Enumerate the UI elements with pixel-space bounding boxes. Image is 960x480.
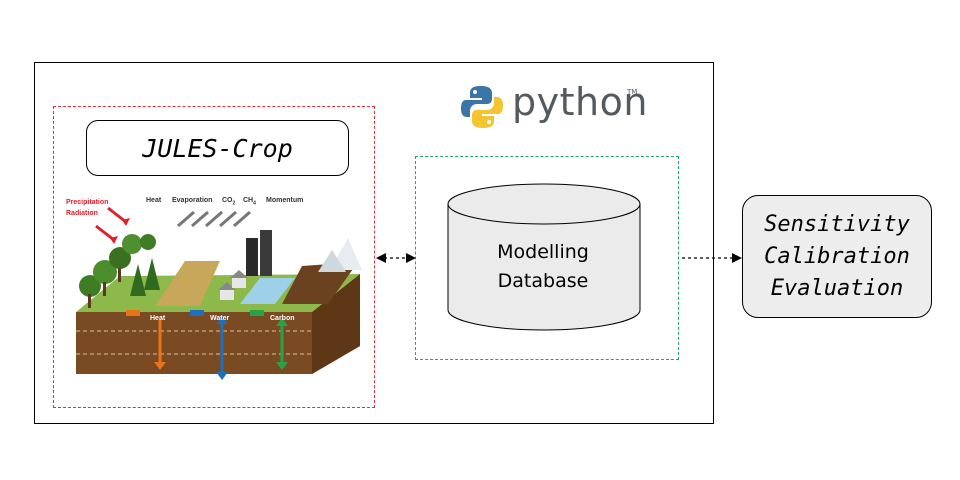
python-trademark: TM bbox=[627, 88, 638, 96]
evaluation-label: Evaluation bbox=[770, 275, 904, 301]
sensitivity-label: Sensitivity bbox=[764, 211, 910, 237]
soil-water-label: Water bbox=[210, 315, 230, 322]
radiation-label: Radiation bbox=[66, 210, 98, 217]
database-label-line2: Database bbox=[497, 270, 589, 292]
ploughed-field bbox=[282, 262, 358, 304]
analysis-box: Sensitivity Calibration Evaluation bbox=[742, 195, 932, 318]
database-cylinder-icon bbox=[447, 183, 641, 331]
heat-flux-arrow bbox=[154, 320, 166, 370]
radiation-arrows bbox=[95, 206, 130, 244]
python-environment-frame bbox=[34, 62, 714, 424]
evaporation-label: Evaporation bbox=[172, 197, 213, 204]
ch4-label: CH4 bbox=[243, 197, 256, 207]
jules-crop-title: JULES-Crop bbox=[142, 133, 293, 163]
model-database-connector bbox=[376, 253, 416, 263]
mountain bbox=[318, 250, 346, 272]
precipitation-label: Precipitation bbox=[66, 199, 109, 206]
crop-field bbox=[155, 261, 220, 306]
python-wordmark: python bbox=[512, 80, 648, 124]
jules-crop-panel bbox=[53, 106, 375, 408]
building bbox=[260, 230, 272, 276]
carbon-marker bbox=[250, 310, 264, 316]
forest bbox=[79, 234, 160, 308]
carbon-flux-arrow bbox=[276, 318, 288, 370]
momentum-label: Momentum bbox=[266, 197, 304, 204]
soil-carbon-label: Carbon bbox=[270, 315, 295, 322]
heat-marker bbox=[126, 310, 140, 316]
water-body bbox=[240, 278, 295, 304]
water-marker bbox=[190, 310, 204, 316]
soil-heat-label: Heat bbox=[150, 315, 166, 322]
python-logo-icon bbox=[461, 86, 503, 128]
emission-arrows bbox=[177, 210, 251, 228]
water-flux-arrow bbox=[216, 316, 228, 380]
heat-flux-label: Heat bbox=[146, 197, 162, 204]
database-label-line1: Modelling bbox=[497, 241, 589, 263]
database-analysis-connector bbox=[682, 253, 742, 263]
soil-block-side bbox=[312, 274, 360, 374]
calibration-label: Calibration bbox=[764, 243, 910, 269]
jules-crop-title-box: JULES-Crop bbox=[86, 120, 349, 176]
co2-label: CO2 bbox=[222, 197, 236, 207]
database-label: Modelling Database bbox=[448, 238, 638, 296]
building bbox=[246, 238, 258, 276]
houses bbox=[218, 270, 248, 300]
land-surface-illustration bbox=[76, 206, 362, 380]
